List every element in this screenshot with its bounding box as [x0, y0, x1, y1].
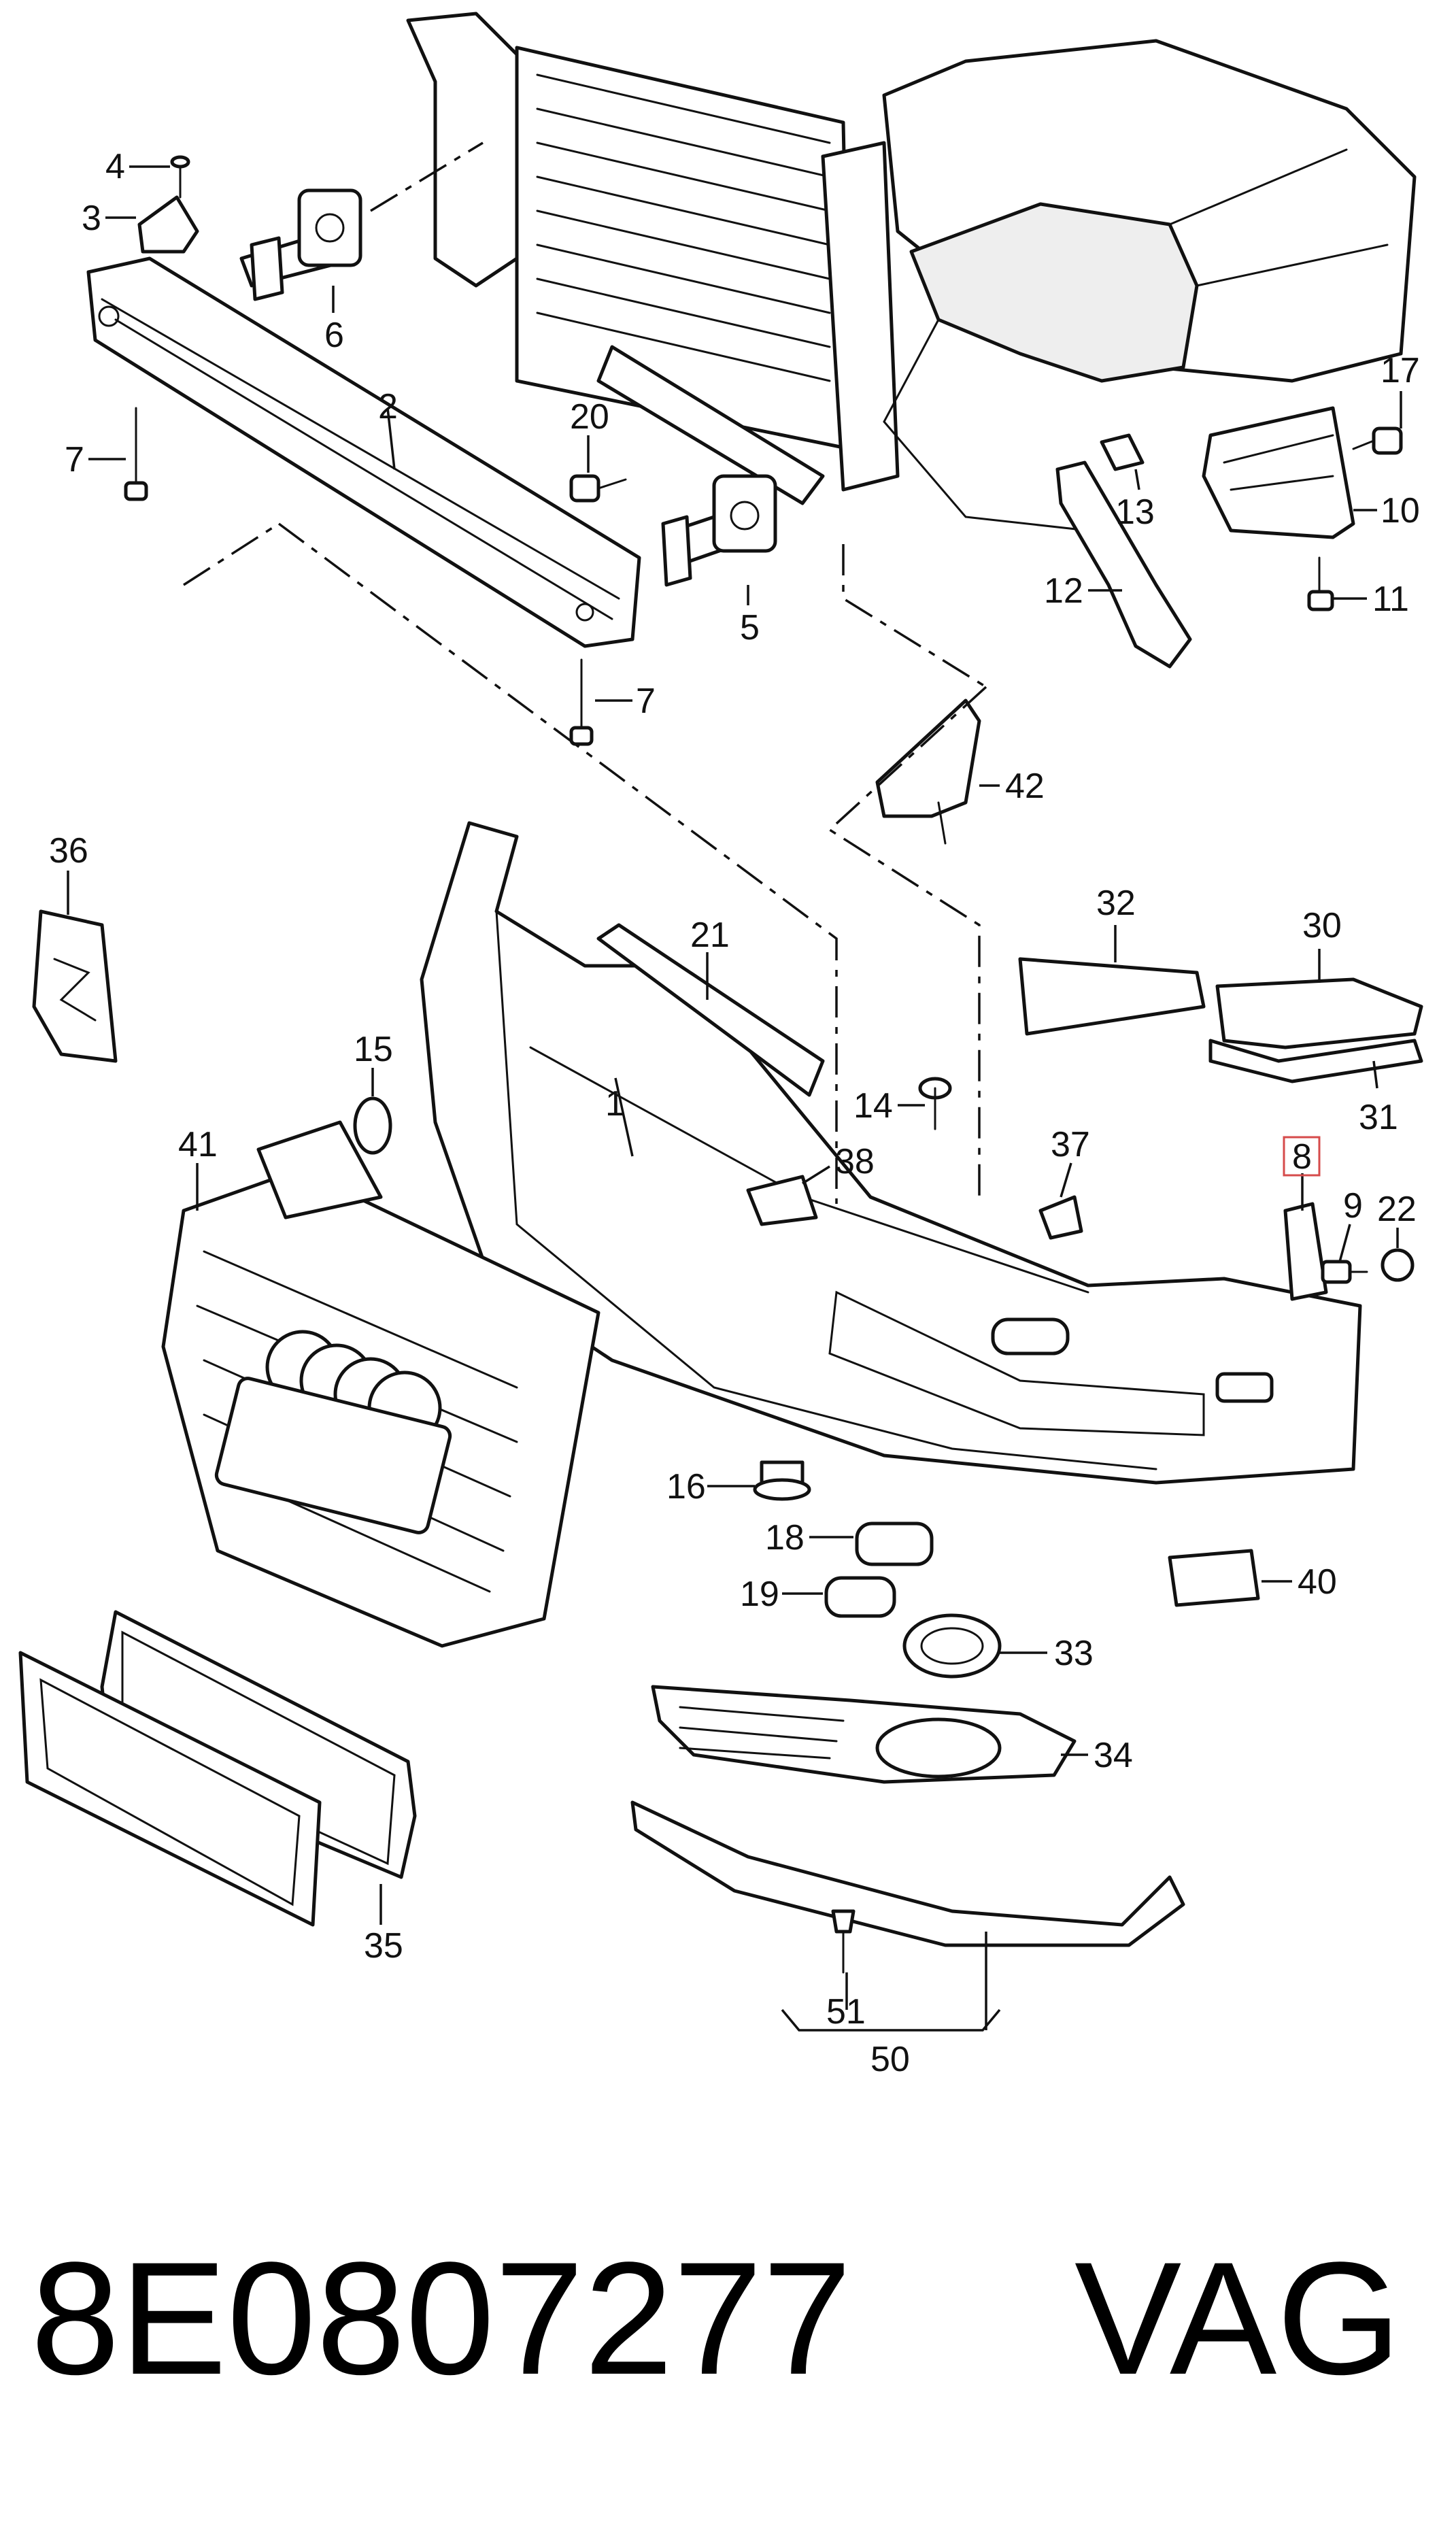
front-body-structure — [406, 12, 1417, 532]
callout-37: 37 — [1051, 1125, 1090, 1164]
callout-36: 36 — [49, 831, 88, 871]
callout-labels: 1 2 3 4 5 6 7 7 8 9 10 11 12 13 14 15 16… — [49, 147, 1420, 2079]
trim-31 — [1208, 1039, 1423, 1083]
callout-16: 16 — [666, 1467, 706, 1507]
callout-2: 2 — [378, 387, 398, 426]
radiator-grille-41 — [161, 1120, 600, 1648]
bolt-13 — [1100, 433, 1145, 471]
nut-22 — [1381, 1248, 1415, 1282]
spoiler-50 — [630, 1800, 1185, 1947]
plate-frame-front — [18, 1651, 322, 1927]
callout-7-left: 7 — [65, 440, 84, 479]
callout-3: 3 — [82, 199, 101, 238]
impact-member — [86, 256, 641, 648]
callout-20: 20 — [570, 397, 609, 437]
bolt-20 — [569, 474, 627, 503]
footer-caption: 8E0807277 VAG — [31, 2229, 1402, 2408]
callout-8-highlight-box — [1283, 1136, 1321, 1177]
callout-41: 41 — [178, 1125, 218, 1164]
foam-strip-21 — [596, 923, 825, 1097]
bracket-37 — [1038, 1195, 1083, 1240]
brand-name: VAG — [1074, 2229, 1402, 2408]
group-lines — [183, 141, 987, 1204]
grommet-15 — [353, 1096, 392, 1155]
callout-32: 32 — [1096, 884, 1136, 923]
fog-trim-33 — [902, 1613, 1002, 1679]
leader-lines — [67, 165, 1402, 2032]
callout-9: 9 — [1343, 1186, 1363, 1226]
part-number: 8E0807277 — [31, 2229, 851, 2408]
guide-10 — [1202, 406, 1355, 539]
bumper-cover — [420, 821, 1362, 1485]
spacer-36 — [32, 909, 118, 1063]
callout-38: 38 — [835, 1142, 875, 1181]
reflector-40 — [1168, 1549, 1260, 1607]
deformation-element-5 — [661, 474, 777, 587]
callout-18: 18 — [765, 1518, 805, 1558]
bolt-7-right — [569, 658, 594, 746]
callout-30: 30 — [1302, 906, 1342, 945]
trim-32 — [1018, 957, 1206, 1036]
callout-8: 8 — [1292, 1137, 1312, 1177]
callout-4: 4 — [105, 147, 125, 186]
bolt-14 — [918, 1077, 952, 1130]
rivet-16 — [753, 1460, 811, 1501]
callout-33: 33 — [1054, 1634, 1094, 1673]
callout-50: 50 — [870, 2040, 910, 2079]
callout-19: 19 — [740, 1575, 779, 1614]
callout-34: 34 — [1094, 1736, 1133, 1775]
callout-21: 21 — [690, 915, 730, 955]
grille-34 — [651, 1685, 1077, 1784]
bolt-9 — [1321, 1260, 1368, 1284]
cap-19 — [824, 1576, 896, 1618]
callout-42: 42 — [1005, 767, 1045, 806]
callout-40: 40 — [1298, 1562, 1337, 1602]
callout-22: 22 — [1377, 1190, 1417, 1229]
callout-51: 51 — [826, 1992, 866, 2032]
bolt-7-left — [124, 407, 148, 501]
callout-10: 10 — [1381, 491, 1420, 531]
callout-1: 1 — [605, 1084, 625, 1124]
bracket-8 — [1283, 1202, 1328, 1301]
bolt-4 — [170, 155, 190, 199]
callout-12: 12 — [1044, 571, 1083, 611]
trim-30 — [1215, 977, 1423, 1049]
bolt-11 — [1307, 556, 1334, 611]
callout-5: 5 — [740, 608, 760, 647]
cap-18 — [855, 1521, 934, 1566]
callout-13: 13 — [1115, 492, 1155, 532]
callout-31: 31 — [1359, 1098, 1398, 1137]
clip-38 — [746, 1175, 818, 1226]
deformation-element-6 — [239, 188, 362, 301]
rivet-51 — [831, 1909, 856, 1974]
callout-35: 35 — [364, 1926, 403, 1966]
callout-11: 11 — [1372, 579, 1409, 619]
bracket-12 — [1055, 460, 1192, 669]
callout-15: 15 — [354, 1030, 393, 1069]
callout-17: 17 — [1381, 351, 1420, 390]
callout-14: 14 — [853, 1086, 893, 1126]
callout-7-right: 7 — [636, 682, 656, 721]
stay-3 — [137, 195, 199, 254]
callout-6: 6 — [324, 316, 344, 355]
bolt-17 — [1352, 426, 1403, 455]
bracket-42 — [875, 699, 981, 845]
